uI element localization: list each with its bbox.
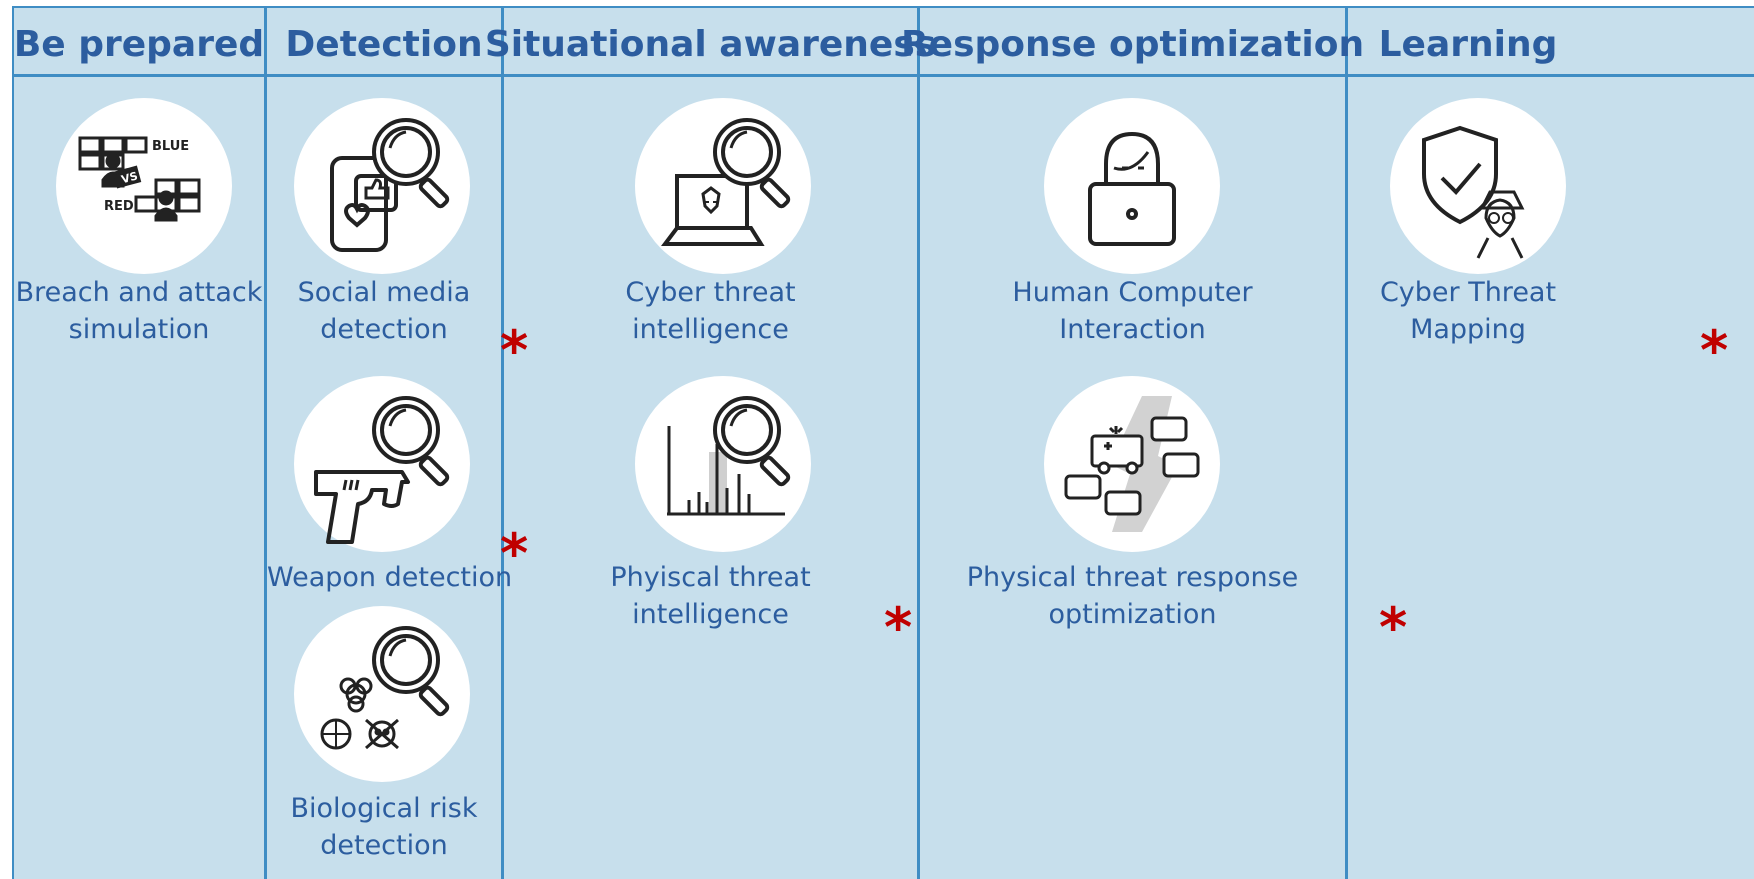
label-line: optimization: [1048, 599, 1217, 630]
highlight-star: *: [500, 522, 529, 585]
label-line: Social media: [297, 277, 471, 308]
label-line: Biological risk: [290, 793, 478, 824]
label-physical-threat-intelligence: Phyiscal threat intelligence: [504, 559, 917, 633]
cyber-threat-mapping-icon: [1390, 98, 1566, 274]
weapon-detection-icon: [294, 376, 470, 552]
column-divider: [264, 6, 267, 879]
label-cyber-threat-mapping: Cyber Threat Mapping: [1348, 274, 1588, 348]
label-line: detection: [320, 830, 448, 861]
label-line: intelligence: [632, 599, 789, 630]
header-response-optimization: Response optimization: [900, 23, 1365, 65]
label-line: Breach and attack: [15, 277, 263, 308]
biological-risk-icon: [294, 606, 470, 782]
capability-board: Be prepared Detection Situational awaren…: [12, 6, 1754, 879]
physical-threat-intelligence-icon: [635, 376, 811, 552]
label-line: Human Computer: [1012, 277, 1253, 308]
top-border: [12, 6, 1754, 8]
header-detection: Detection: [285, 23, 483, 65]
label-cyber-threat-intelligence: Cyber threat intelligence: [504, 274, 917, 348]
label-line: detection: [320, 314, 448, 345]
label-line: Physical threat response: [966, 562, 1299, 593]
social-media-detection-icon: [294, 98, 470, 274]
label-physical-threat-response-optimization: Physical threat response optimization: [920, 559, 1345, 633]
column-divider: [1345, 6, 1348, 879]
column-divider: [501, 6, 504, 879]
label-line: Interaction: [1059, 314, 1206, 345]
highlight-star: *: [884, 596, 913, 659]
blue-team-text: BLUE: [152, 139, 189, 154]
label-line: Phyiscal threat: [610, 562, 811, 593]
left-border: [12, 6, 14, 879]
header-be-prepared: Be prepared: [13, 23, 265, 65]
label-weapon-detection: Weapon detection: [267, 559, 513, 596]
highlight-star: *: [500, 319, 529, 382]
label-line: Weapon detection: [267, 562, 513, 593]
label-breach-attack-simulation: Breach and attack simulation: [14, 274, 264, 348]
label-line: Cyber Threat: [1379, 277, 1557, 308]
physical-threat-response-icon: [1044, 376, 1220, 552]
column-divider: [917, 6, 920, 879]
cyber-threat-intelligence-icon: [635, 98, 811, 274]
header-learning: Learning: [1378, 23, 1558, 65]
label-line: Mapping: [1410, 314, 1526, 345]
header-situational-awareness: Situational awareness: [484, 23, 937, 65]
human-computer-interaction-icon: [1044, 98, 1220, 274]
label-social-media-detection: Social media detection: [267, 274, 501, 348]
label-biological-risk-detection: Biological risk detection: [267, 790, 501, 864]
highlight-star: *: [1379, 596, 1408, 659]
label-line: intelligence: [632, 314, 789, 345]
header-divider: [12, 74, 1754, 77]
red-team-text: RED: [104, 199, 134, 214]
label-human-computer-interaction: Human Computer Interaction: [920, 274, 1345, 348]
label-line: Cyber threat: [625, 277, 796, 308]
versus-text: VS: [120, 169, 139, 186]
highlight-star: *: [1700, 319, 1729, 382]
breach-attack-simulation-icon: BLUE RED VS: [56, 98, 232, 274]
label-line: simulation: [68, 314, 210, 345]
